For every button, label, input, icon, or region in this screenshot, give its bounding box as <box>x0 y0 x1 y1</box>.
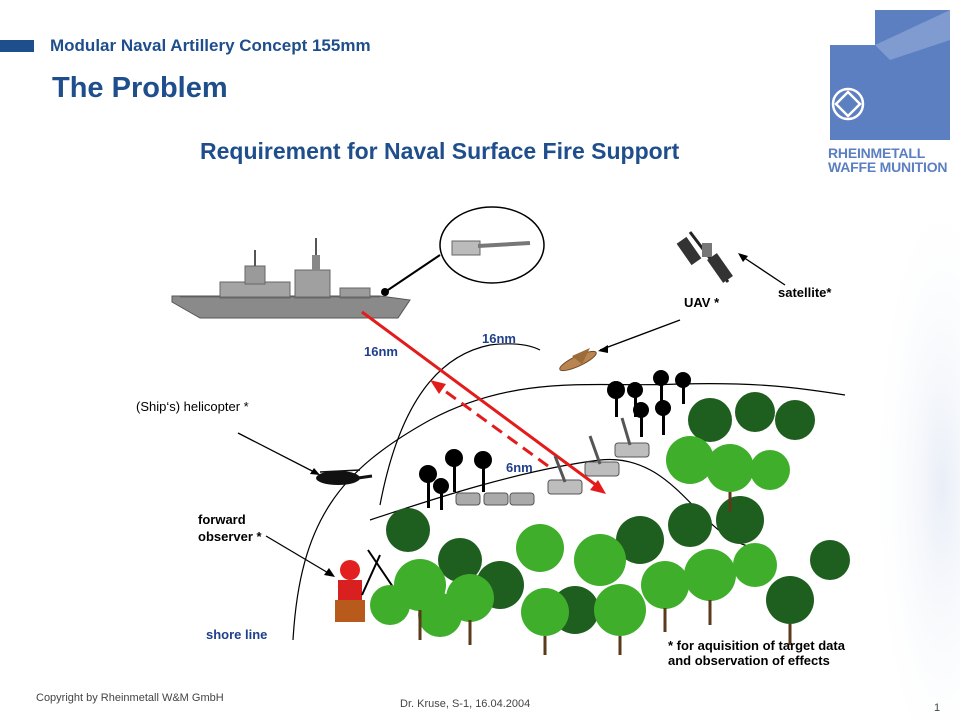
observer-label-line-2: observer * <box>198 529 262 544</box>
satellite-pointer <box>739 254 786 286</box>
range-label-arc: 16nm <box>482 331 516 346</box>
footnote-line-2: and observation of effects <box>668 653 830 668</box>
shore-line-curve <box>292 383 846 641</box>
callout-dot <box>381 288 389 296</box>
footer-author: Dr. Kruse, S-1, 16.04.2004 <box>400 698 531 710</box>
logo-line-1: RHEINMETALL <box>828 145 926 161</box>
rheinmetall-logo <box>830 10 950 140</box>
palm-trees-right <box>607 370 691 437</box>
logo-line-2: WAFFE MUNITION <box>828 159 948 175</box>
slide-subtitle: Modular Naval Artillery Concept 155mm <box>50 36 371 55</box>
shore-line-label: shore line <box>206 627 268 642</box>
range-label-ship: 16nm <box>364 344 398 359</box>
naval-gun-icon <box>451 240 531 256</box>
tanks-group <box>455 492 535 506</box>
footnote-line-1: * for aquisition of target data <box>668 638 845 653</box>
helicopter-icon <box>316 469 373 485</box>
helicopter-label: (Ship‘s) helicopter * <box>136 399 249 414</box>
palm-trees-left <box>419 449 492 510</box>
fire-arrow-solid <box>361 310 601 490</box>
satellite-icon <box>676 231 733 283</box>
logo-text: RHEINMETALL WAFFE MUNITION <box>828 146 947 174</box>
slide-title: The Problem <box>52 72 228 104</box>
satellite-label: satellite* <box>778 285 832 300</box>
forward-observer-figure <box>335 549 396 622</box>
observer-pointer <box>265 535 331 575</box>
artillery-group <box>547 417 650 495</box>
forest <box>370 392 850 655</box>
page-number: 1 <box>934 702 941 714</box>
header-accent-bar <box>0 40 34 52</box>
range-arc-16nm <box>379 343 541 506</box>
uav-icon <box>559 348 597 372</box>
slide-heading: Requirement for Naval Surface Fire Suppo… <box>200 138 680 164</box>
uav-label: UAV * <box>684 295 720 310</box>
uav-pointer <box>599 319 681 351</box>
frigate-ship <box>171 238 411 319</box>
footer-copyright: Copyright by Rheinmetall W&M GmbH <box>36 692 224 704</box>
background-shade <box>840 200 960 720</box>
callout-line <box>384 254 441 293</box>
observer-label-line-1: forward <box>198 512 246 527</box>
fire-arrow-dashed <box>437 384 549 468</box>
helicopter-pointer <box>237 432 319 475</box>
range-label-short: 6nm <box>506 460 533 475</box>
